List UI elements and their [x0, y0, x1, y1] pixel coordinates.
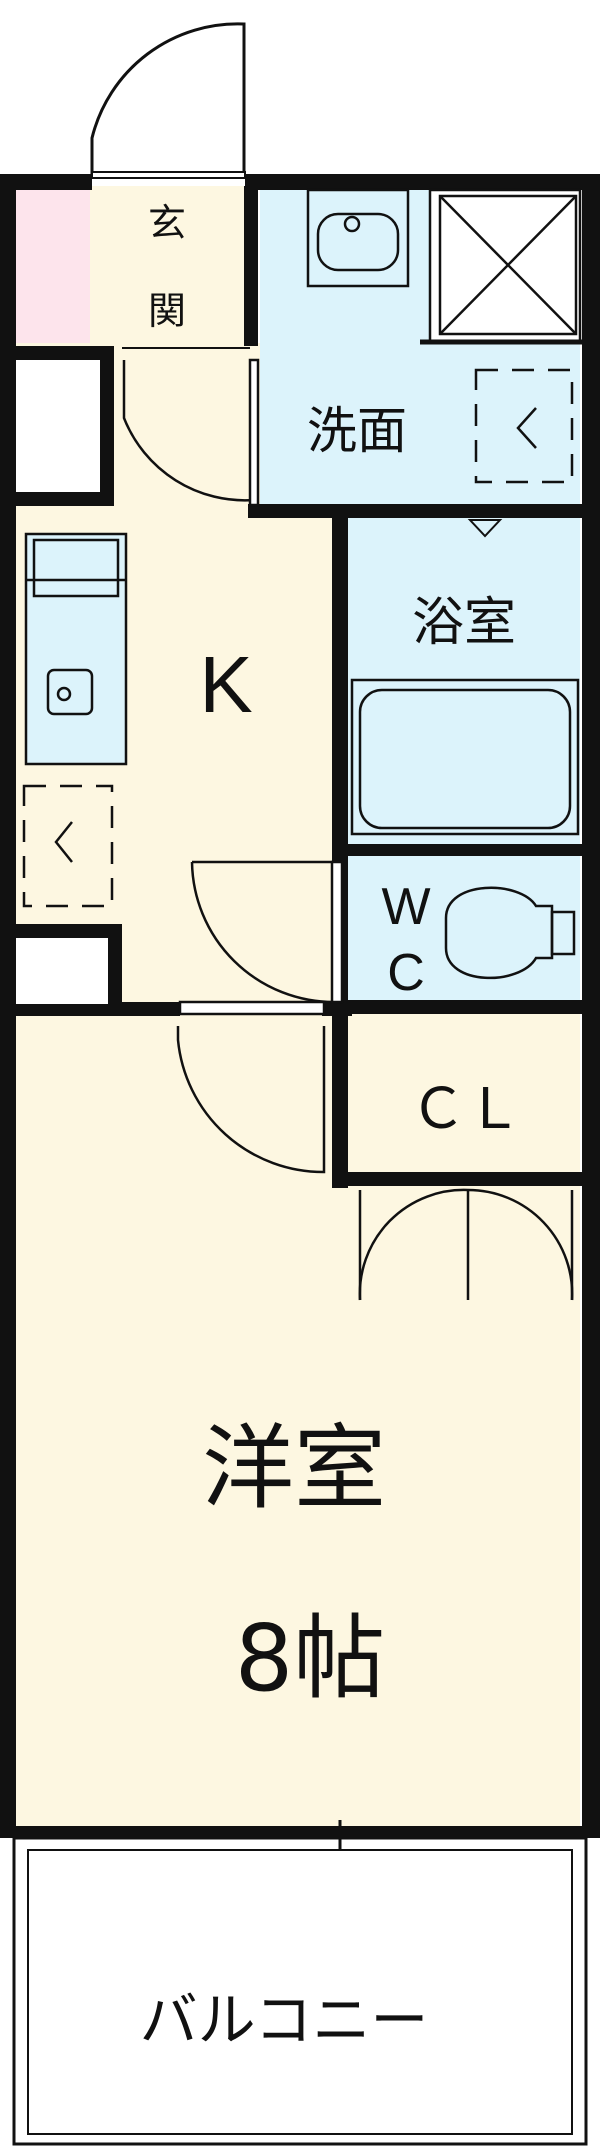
label-entrance-2: 関 [148, 289, 186, 333]
western-room-floor [15, 1012, 580, 1828]
toilet-fixture [444, 886, 576, 980]
entrance-door [90, 22, 246, 179]
toilet-floor [348, 852, 580, 1002]
closet-door-area [348, 1172, 580, 1302]
label-wc-w: W [381, 878, 430, 936]
upper-storage [16, 360, 100, 492]
balcony [12, 1820, 588, 2146]
label-entrance-1: 玄 [148, 201, 186, 245]
label-western-room-size: 8帖 [235, 1605, 386, 1712]
bathroom-door [190, 860, 344, 1004]
label-washroom: 洗面 [307, 402, 407, 460]
entrance-floor [90, 186, 250, 343]
label-balcony: バルコニー [140, 1986, 429, 2054]
kitchen-door-upper [122, 358, 260, 507]
western-room-door [176, 1000, 326, 1174]
washbasin [306, 188, 410, 288]
shower-box [420, 188, 582, 345]
label-wc-c: C [387, 944, 425, 1002]
lower-storage [16, 938, 108, 1004]
bath-entry-marker [467, 519, 503, 538]
label-western-room: 洋室 [202, 1415, 386, 1522]
washer-space [474, 368, 574, 484]
shoe-cabinet [15, 190, 90, 343]
label-kitchen: K [199, 640, 252, 729]
kitchen-counter [24, 532, 128, 766]
fridge-space [22, 784, 114, 908]
bathtub [350, 678, 580, 836]
label-closet: ＣＬ [410, 1077, 522, 1140]
closet-doors [358, 1188, 574, 1301]
label-bathroom: 浴室 [412, 593, 516, 653]
